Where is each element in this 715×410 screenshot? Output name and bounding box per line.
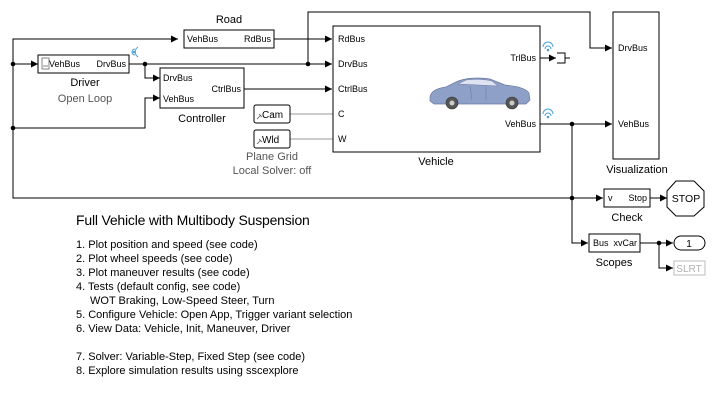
wld-block[interactable]: Wld bbox=[253, 129, 291, 149]
road-in-port: VehBus bbox=[187, 34, 219, 44]
road-out-port: RdBus bbox=[244, 34, 272, 44]
visualization-in2-port: VehBus bbox=[618, 119, 650, 129]
instruction-item[interactable]: 8. Explore simulation results using ssce… bbox=[76, 365, 299, 377]
junction-dot bbox=[305, 61, 311, 67]
scopes-name: Scopes bbox=[596, 257, 633, 269]
instructions-title: Full Vehicle with Multibody Suspension bbox=[76, 212, 310, 228]
controller-in2-port: VehBus bbox=[163, 94, 195, 104]
signal-vehbus-to-scopes[interactable] bbox=[571, 124, 588, 247]
signal-scopes-to-slrt[interactable] bbox=[658, 243, 673, 272]
instruction-item[interactable]: 5. Configure Vehicle: Open App, Trigger … bbox=[76, 309, 353, 321]
vehicle-in3-port: CtrlBus bbox=[338, 84, 368, 94]
junction-dot bbox=[569, 195, 575, 201]
trlbus-terminator[interactable] bbox=[557, 52, 570, 64]
instruction-item[interactable]: 3. Plot maneuver results (see code) bbox=[76, 267, 250, 279]
road-name: Road bbox=[216, 14, 242, 26]
vehicle-out2-port: VehBus bbox=[505, 119, 537, 129]
controller-in1-port: DrvBus bbox=[163, 73, 193, 83]
controller-block[interactable]: DrvBus VehBus CtrlBus Controller bbox=[159, 67, 245, 125]
outport-1[interactable]: 1 bbox=[673, 235, 706, 251]
visualization-block[interactable]: DrvBus VehBus Visualization bbox=[606, 11, 668, 176]
driver-in-port: VehBus bbox=[49, 59, 81, 69]
signal-drvbus-to-visualization[interactable] bbox=[307, 11, 612, 64]
scopes-out-port: xvCar bbox=[613, 238, 637, 248]
check-in-port: v bbox=[608, 193, 613, 203]
scopes-in-port: Bus bbox=[593, 238, 609, 248]
visualization-name: Visualization bbox=[606, 164, 668, 176]
instruction-item[interactable]: 2. Plot wheel speeds (see code) bbox=[76, 253, 233, 265]
junction-dot bbox=[142, 61, 148, 67]
instruction-item[interactable]: 6. View Data: Vehicle, Init, Maneuver, D… bbox=[76, 323, 291, 335]
junction-dot bbox=[656, 240, 662, 246]
signal-lines bbox=[12, 11, 673, 272]
driver-out-port: DrvBus bbox=[96, 59, 126, 69]
vehicle-name: Vehicle bbox=[418, 156, 453, 168]
car-icon bbox=[429, 77, 531, 110]
local-solver-label: Local Solver: off bbox=[233, 165, 313, 177]
frame-icon bbox=[256, 113, 263, 120]
frame-icon bbox=[256, 138, 263, 145]
junction-dots bbox=[10, 61, 662, 246]
wld-label: Wld bbox=[262, 135, 279, 146]
wireless-icon bbox=[542, 41, 554, 119]
slrt-label: SLRT bbox=[676, 264, 701, 275]
check-out-port: Stop bbox=[628, 193, 647, 203]
controller-name: Controller bbox=[178, 113, 226, 125]
driver-block[interactable]: VehBus DrvBus Driver Open Loop bbox=[37, 54, 130, 105]
vehicle-in4-port: C bbox=[338, 109, 345, 119]
check-name: Check bbox=[611, 212, 643, 224]
vehicle-block[interactable]: RdBus DrvBus CtrlBus C W TrlBus VehBus V… bbox=[332, 25, 541, 168]
outport-label: 1 bbox=[686, 239, 692, 250]
stop-label: STOP bbox=[672, 193, 700, 205]
instruction-item[interactable]: 1. Plot position and speed (see code) bbox=[76, 239, 258, 251]
variant-icon bbox=[41, 57, 50, 70]
cam-label: Cam bbox=[262, 110, 283, 121]
signal-feedback-to-controller[interactable] bbox=[13, 94, 160, 129]
road-block[interactable]: VehBus RdBus Road bbox=[183, 14, 275, 49]
vehicle-in2-port: DrvBus bbox=[338, 59, 368, 69]
cam-block[interactable]: Cam bbox=[253, 104, 291, 124]
check-block[interactable]: v Stop Check bbox=[603, 188, 651, 224]
slrt-block[interactable]: SLRT bbox=[673, 260, 706, 276]
driver-name: Driver bbox=[70, 77, 100, 89]
stop-block[interactable]: STOP bbox=[666, 180, 705, 217]
junction-dot bbox=[10, 125, 16, 131]
vehicle-out1-port: TrlBus bbox=[510, 53, 536, 63]
vehicle-in1-port: RdBus bbox=[338, 34, 366, 44]
controller-out-port: CtrlBus bbox=[211, 84, 241, 94]
instructions-list: 1. Plot position and speed (see code) 2.… bbox=[76, 238, 416, 378]
instruction-item[interactable]: 4. Tests (default config, see code) bbox=[76, 281, 241, 293]
junction-dot bbox=[569, 121, 575, 127]
signal-driver-to-controller[interactable] bbox=[144, 64, 160, 82]
vehicle-in5-port: W bbox=[338, 134, 347, 144]
instruction-item[interactable]: WOT Braking, Low-Speed Steer, Turn bbox=[90, 295, 275, 307]
junction-dot bbox=[10, 61, 16, 67]
visualization-in1-port: DrvBus bbox=[618, 43, 648, 53]
wireless-icon bbox=[131, 46, 139, 58]
instructions-panel: Full Vehicle with Multibody Suspension 1… bbox=[76, 212, 416, 378]
instruction-item[interactable]: 7. Solver: Variable-Step, Fixed Step (se… bbox=[76, 351, 306, 363]
scopes-block[interactable]: Bus xvCar Scopes bbox=[588, 233, 641, 269]
driver-variant-label: Open Loop bbox=[58, 93, 112, 105]
plane-grid-label: Plane Grid bbox=[246, 151, 298, 163]
